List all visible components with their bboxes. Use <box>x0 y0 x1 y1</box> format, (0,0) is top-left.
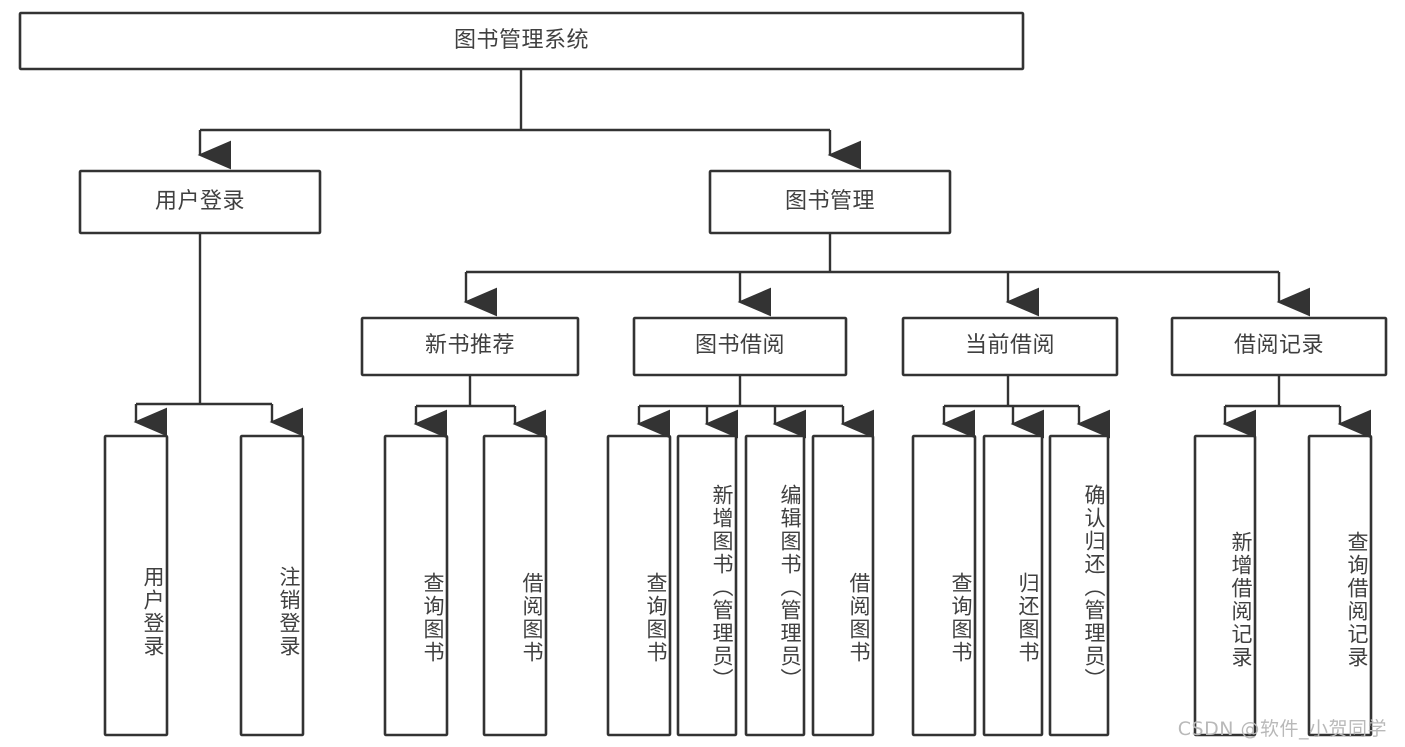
node-box-leaf-add-book-admin <box>676 434 738 737</box>
node-box-current-borrow <box>901 316 1119 377</box>
node-box-leaf-edit-book-admin <box>744 434 806 737</box>
node-box-leaf-query-book-2 <box>606 434 672 737</box>
node-box-user-login <box>78 169 322 235</box>
node-box-leaf-return-book <box>982 434 1044 737</box>
node-box-root <box>18 11 1025 71</box>
node-box-leaf-logout-login <box>239 434 305 737</box>
node-box-leaf-add-borrow-record <box>1193 434 1257 737</box>
node-box-book-borrow <box>632 316 848 377</box>
node-box-borrow-record <box>1170 316 1388 377</box>
node-box-leaf-confirm-return-admin <box>1048 434 1110 737</box>
csdn-watermark: CSDN @软件_小贺同学 <box>1177 718 1387 740</box>
node-box-book-management <box>708 169 952 235</box>
node-box-leaf-user-login <box>103 434 169 737</box>
node-box-leaf-borrow-book-2 <box>811 434 875 737</box>
node-box-leaf-query-book-1 <box>383 434 449 737</box>
node-box-leaf-borrow-book-1 <box>482 434 548 737</box>
node-box-leaf-query-borrow-record <box>1307 434 1373 737</box>
node-box-leaf-query-book-3 <box>911 434 977 737</box>
node-box-new-book-recommend <box>360 316 580 377</box>
